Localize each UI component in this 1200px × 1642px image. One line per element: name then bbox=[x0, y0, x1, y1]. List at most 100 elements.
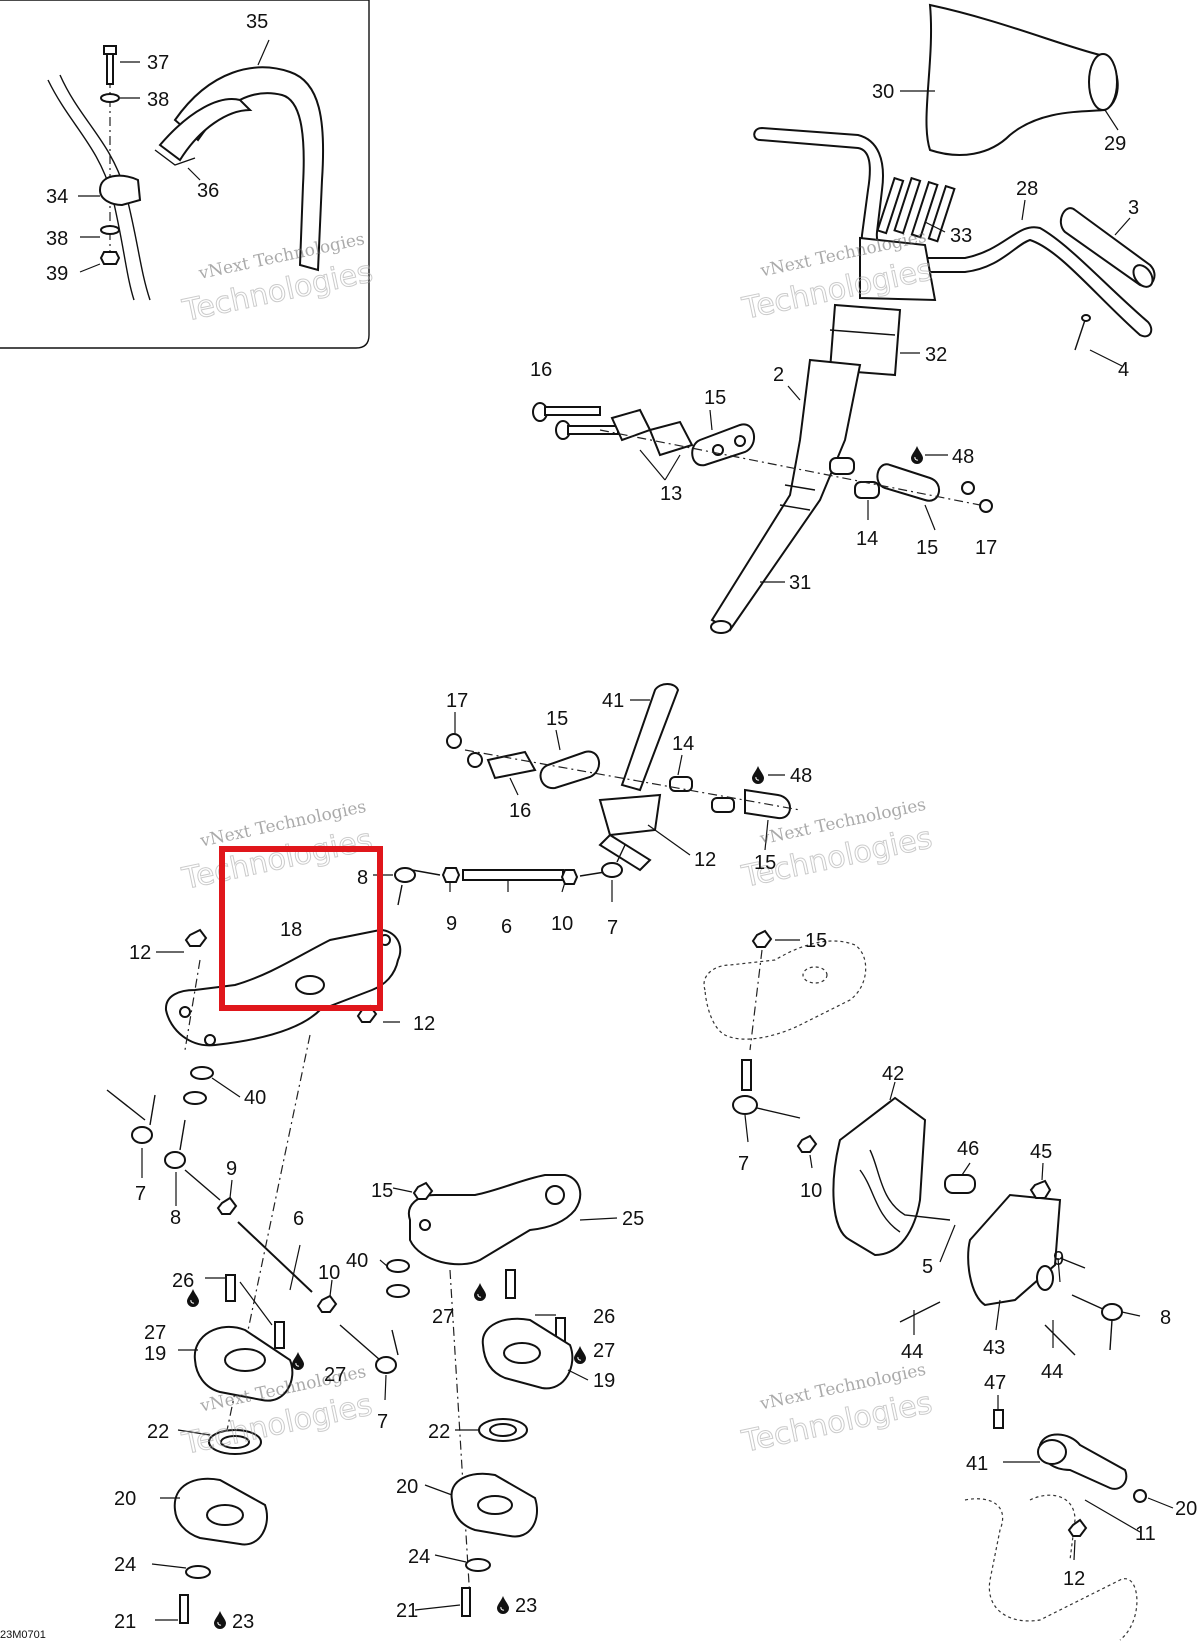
callout-label: 23 bbox=[515, 1595, 537, 1617]
callout-label: 12 bbox=[1063, 1568, 1085, 1590]
callout-label: 32 bbox=[925, 344, 947, 366]
callout-label: 38 bbox=[147, 89, 169, 111]
callout-label: 26 bbox=[172, 1270, 194, 1292]
callout-label: 9 bbox=[446, 913, 457, 935]
callout-label: 15 bbox=[805, 930, 827, 952]
callout-label: 44 bbox=[901, 1341, 923, 1363]
oil-drop-icon bbox=[751, 765, 765, 785]
callout-label: 19 bbox=[144, 1343, 166, 1365]
callout-label: 15 bbox=[754, 852, 776, 874]
callout-label: 7 bbox=[738, 1153, 749, 1175]
figure-code: 23M0701 bbox=[0, 1629, 46, 1641]
oil-drop-icon bbox=[473, 1282, 487, 1302]
inset-panel bbox=[0, 0, 370, 349]
callout-label: 7 bbox=[377, 1411, 388, 1433]
callout-label: 12 bbox=[694, 849, 716, 871]
callout-label: 22 bbox=[428, 1421, 450, 1443]
callout-label: 13 bbox=[660, 483, 682, 505]
callout-label: 23 bbox=[232, 1611, 254, 1633]
callout-label: 31 bbox=[789, 572, 811, 594]
callout-label: 48 bbox=[952, 446, 974, 468]
callout-label: 4 bbox=[1118, 359, 1129, 381]
callout-label: 28 bbox=[1016, 178, 1038, 200]
callout-label: 33 bbox=[950, 225, 972, 247]
callout-label: 6 bbox=[293, 1208, 304, 1230]
callout-label: 15 bbox=[916, 537, 938, 559]
callout-label: 17 bbox=[446, 690, 468, 712]
callout-label: 41 bbox=[966, 1453, 988, 1475]
callout-label: 9 bbox=[1053, 1248, 1064, 1270]
leader-lines bbox=[78, 39, 1174, 1621]
callout-label: 39 bbox=[46, 263, 68, 285]
callout-label: 22 bbox=[147, 1421, 169, 1443]
callout-label: 20 bbox=[1175, 1498, 1197, 1520]
callout-label: 17 bbox=[975, 537, 997, 559]
callout-labels: 35 37 38 34 36 38 39 30 29 28 3 33 32 4 … bbox=[0, 11, 1197, 1641]
callout-label: 10 bbox=[318, 1262, 340, 1284]
callout-label: 12 bbox=[129, 942, 151, 964]
callout-label: 9 bbox=[226, 1158, 237, 1180]
callout-label: 29 bbox=[1104, 133, 1126, 155]
oil-drop-icon bbox=[291, 1351, 305, 1371]
callout-label: 24 bbox=[114, 1554, 136, 1576]
callout-label: 43 bbox=[983, 1337, 1005, 1359]
callout-label: 15 bbox=[546, 708, 568, 730]
middle-linkage bbox=[394, 683, 801, 906]
callout-label: 45 bbox=[1030, 1141, 1052, 1163]
callout-label: 30 bbox=[872, 81, 894, 103]
callout-label: 35 bbox=[246, 11, 268, 33]
callout-label: 3 bbox=[1128, 197, 1139, 219]
callout-label: 2 bbox=[773, 364, 784, 386]
callout-label: 24 bbox=[408, 1546, 430, 1568]
callout-label: 27 bbox=[593, 1340, 615, 1362]
callout-label: 47 bbox=[984, 1372, 1006, 1394]
callout-label: 41 bbox=[602, 690, 624, 712]
callout-label: 21 bbox=[396, 1600, 418, 1622]
callout-label: 40 bbox=[346, 1250, 368, 1272]
callout-label: 7 bbox=[135, 1183, 146, 1205]
upper-steering-assembly bbox=[532, 3, 1156, 634]
callout-label: 25 bbox=[622, 1208, 644, 1230]
callout-label: 7 bbox=[607, 917, 618, 939]
callout-label: 34 bbox=[46, 186, 68, 208]
callout-label: 27 bbox=[324, 1364, 346, 1386]
callout-label: 16 bbox=[530, 359, 552, 381]
callout-label: 10 bbox=[800, 1180, 822, 1202]
callout-label: 8 bbox=[170, 1207, 181, 1229]
callout-label: 37 bbox=[147, 52, 169, 74]
callout-label: 21 bbox=[114, 1611, 136, 1633]
callout-label: 26 bbox=[593, 1306, 615, 1328]
callout-label: 38 bbox=[46, 228, 68, 250]
callout-label: 18 bbox=[280, 919, 302, 941]
callout-label: 40 bbox=[244, 1087, 266, 1109]
highlight-box bbox=[219, 846, 383, 1011]
callout-label: 8 bbox=[357, 867, 368, 889]
lower-left-assembly bbox=[106, 928, 402, 1624]
callout-label: 10 bbox=[551, 913, 573, 935]
lower-right-assembly bbox=[703, 929, 1147, 1641]
callout-label: 12 bbox=[413, 1013, 435, 1035]
callout-label: 14 bbox=[856, 528, 878, 550]
callout-label: 8 bbox=[1160, 1307, 1171, 1329]
oil-drop-icon bbox=[910, 445, 924, 465]
callout-label: 36 bbox=[197, 180, 219, 202]
oil-drop-icon bbox=[496, 1595, 510, 1615]
callout-label: 15 bbox=[704, 387, 726, 409]
callout-label: 6 bbox=[501, 916, 512, 938]
callout-label: 11 bbox=[1135, 1523, 1156, 1545]
lower-center-assembly bbox=[386, 1174, 582, 1617]
callout-label: 19 bbox=[593, 1370, 615, 1392]
oil-drop-icons bbox=[186, 445, 924, 1630]
callout-label: 46 bbox=[957, 1138, 979, 1160]
callout-label: 20 bbox=[114, 1488, 136, 1510]
callout-label: 27 bbox=[432, 1306, 454, 1328]
callout-label: 5 bbox=[922, 1256, 933, 1278]
callout-label: 44 bbox=[1041, 1361, 1063, 1383]
callout-label: 27 bbox=[144, 1322, 166, 1344]
callout-label: 20 bbox=[396, 1476, 418, 1498]
callout-label: 15 bbox=[371, 1180, 393, 1202]
callout-label: 14 bbox=[672, 733, 694, 755]
callout-label: 48 bbox=[790, 765, 812, 787]
oil-drop-icon bbox=[573, 1345, 587, 1365]
